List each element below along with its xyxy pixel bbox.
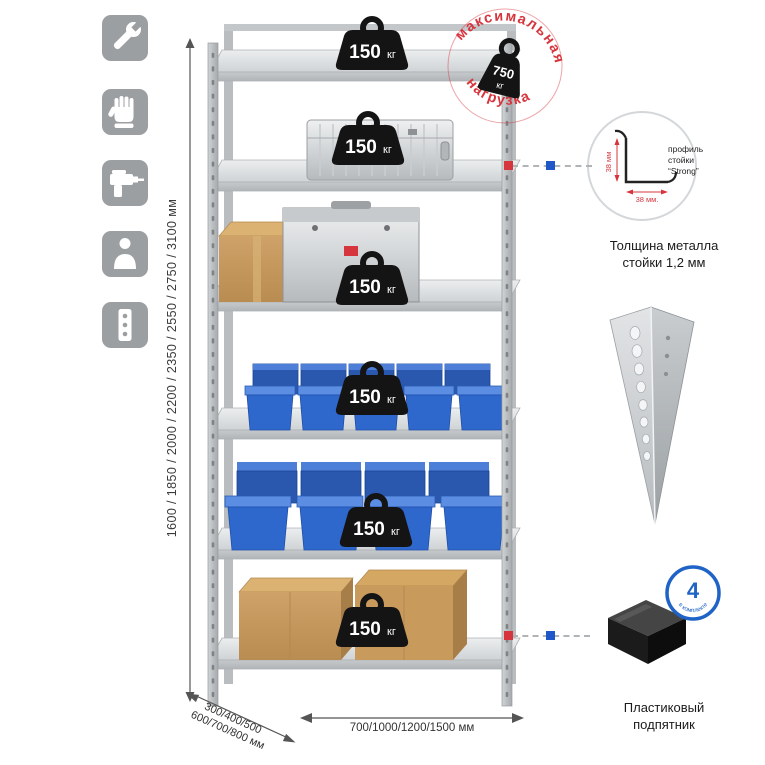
profile-detail-callout: 38 мм 38 мм. профиль стойки “Strong” bbox=[587, 111, 704, 221]
width-dimension-label: 700/1000/1200/1500 мм bbox=[349, 722, 475, 734]
shelf-weight-badge: 150 кг bbox=[335, 593, 409, 647]
blue-bins-row-2 bbox=[224, 462, 508, 551]
marker-red-square bbox=[504, 161, 513, 170]
profile-label-line2: стойки bbox=[668, 155, 694, 165]
shelf-weight-badge: 150 кг bbox=[335, 251, 409, 305]
gloves-icon bbox=[108, 96, 134, 128]
weight-value: 150 bbox=[353, 519, 385, 540]
shelf-weight-badge: 150 кг bbox=[335, 16, 409, 70]
stamp-value: 750 bbox=[491, 62, 516, 82]
profile-label-line3: “Strong” bbox=[668, 166, 699, 176]
height-dimension-label: 1600 / 1850 / 2000 / 2200 / 2350 / 2550 … bbox=[165, 198, 179, 538]
feature-icon-box bbox=[102, 231, 148, 277]
weight-unit: кг bbox=[391, 526, 400, 538]
weight-unit: кг bbox=[387, 49, 396, 61]
thickness-caption-line1: Толщина металла bbox=[609, 238, 719, 253]
feature-icon-box bbox=[102, 15, 148, 61]
included-count-badge: 4 в комплекте bbox=[665, 565, 721, 621]
weight-value: 150 bbox=[349, 42, 381, 63]
corner-post-image bbox=[609, 306, 695, 525]
marker-red-square bbox=[504, 631, 513, 640]
plastic-foot-image bbox=[608, 600, 686, 664]
weight-unit: кг bbox=[387, 284, 396, 296]
weight-value: 150 bbox=[349, 619, 381, 640]
thickness-caption-line2: стойки 1,2 мм bbox=[622, 254, 706, 270]
feature-icon-box bbox=[102, 160, 148, 206]
marker-blue-square bbox=[546, 161, 555, 170]
weight-value: 150 bbox=[349, 387, 381, 408]
weight-unit: кг bbox=[387, 626, 396, 638]
weight-unit: кг bbox=[383, 144, 392, 156]
foot-caption-line1: Пластиковый bbox=[623, 700, 705, 715]
width-dimension-line bbox=[300, 713, 524, 723]
stamp-unit: кг bbox=[495, 80, 505, 92]
person-icon bbox=[114, 238, 136, 269]
weight-value: 150 bbox=[345, 137, 377, 158]
weight-value: 150 bbox=[349, 277, 381, 298]
shelving-rack bbox=[207, 24, 521, 707]
stamp-weight-body bbox=[477, 53, 520, 99]
profile-label-line1: профиль bbox=[668, 144, 704, 154]
depth-dimension-line bbox=[186, 693, 296, 743]
max-load-stamp: максимальная нагрузка 750 кг bbox=[447, 0, 576, 124]
shelf-weight-badge: 150 кг bbox=[335, 361, 409, 415]
feature-icon-box bbox=[102, 302, 148, 348]
shelf-weight-badge: 150 кг bbox=[331, 111, 405, 165]
foot-caption: Пластиковый подпятник bbox=[585, 700, 743, 734]
perforated-profile-icon bbox=[118, 309, 132, 341]
height-dimension-line bbox=[185, 38, 195, 702]
weight-unit: кг bbox=[387, 394, 396, 406]
drill-icon bbox=[110, 170, 144, 197]
wrench-icon bbox=[113, 21, 142, 50]
dim-vertical-label: 38 мм bbox=[604, 152, 613, 173]
badge-count: 4 bbox=[687, 578, 700, 603]
thickness-caption: Толщина металла стойки 1,2 мм bbox=[585, 238, 743, 272]
foot-caption-line2: подпятник bbox=[633, 716, 695, 732]
shelf-weight-badge: 150 кг bbox=[339, 493, 413, 547]
dim-horizontal-label: 38 мм. bbox=[636, 195, 659, 204]
feature-icon-box bbox=[102, 89, 148, 135]
marker-blue-square bbox=[546, 631, 555, 640]
